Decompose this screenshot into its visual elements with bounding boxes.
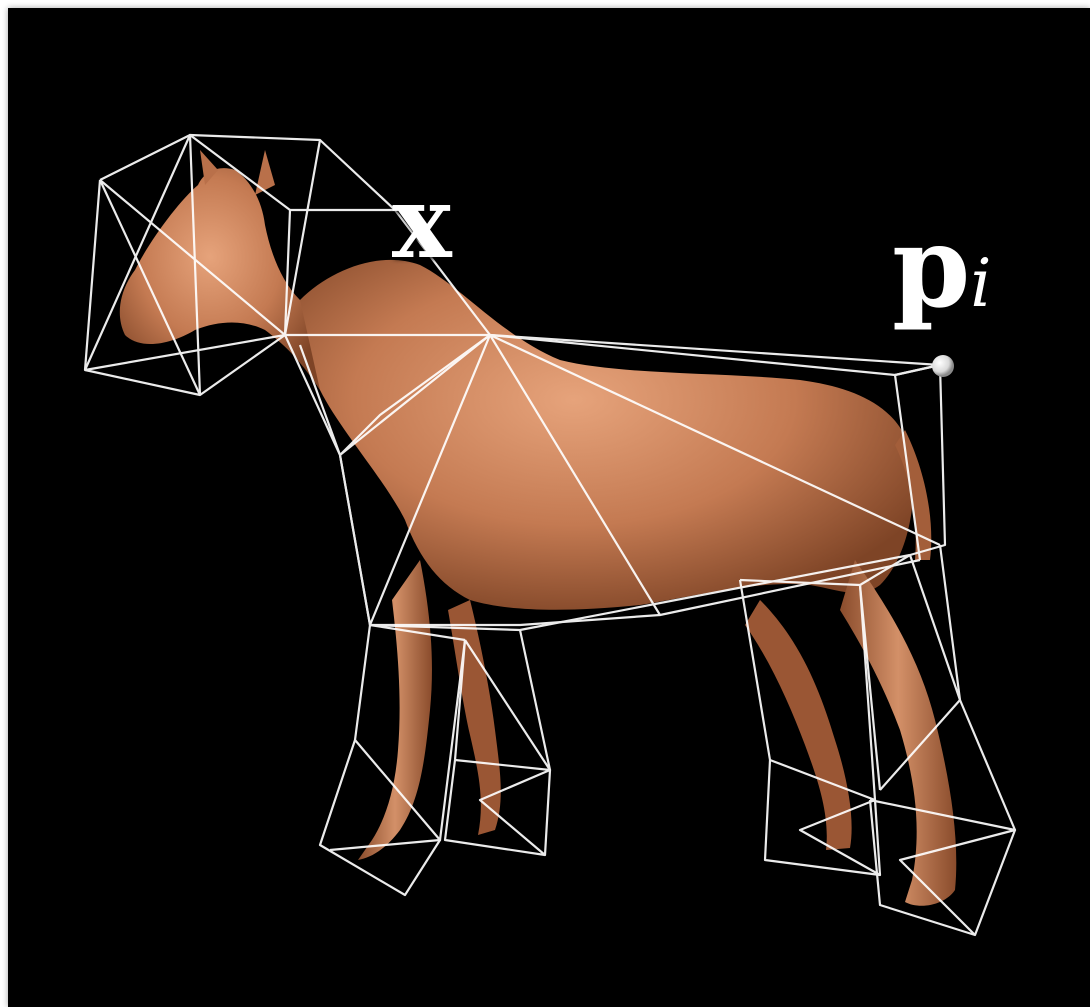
point-x-text: x	[392, 163, 452, 281]
horse-near-hind-leg	[840, 560, 957, 906]
point-p-base-text: p	[892, 202, 971, 333]
point-p-subscript-text: i	[970, 245, 992, 322]
horse-body	[296, 259, 914, 610]
horse-far-front-leg	[448, 600, 501, 835]
horse-tail	[895, 430, 932, 560]
point-x-label: x	[392, 172, 452, 272]
point-p-label: pi	[892, 212, 991, 324]
cage-wireframe	[83, 133, 1017, 937]
horse-ear-left	[200, 150, 218, 185]
horse-far-hind-leg	[745, 600, 852, 850]
horse-mesh	[119, 150, 957, 906]
horse-ear-right	[255, 150, 275, 195]
control-point-handle	[932, 355, 954, 377]
horse-near-front-leg	[358, 560, 432, 860]
